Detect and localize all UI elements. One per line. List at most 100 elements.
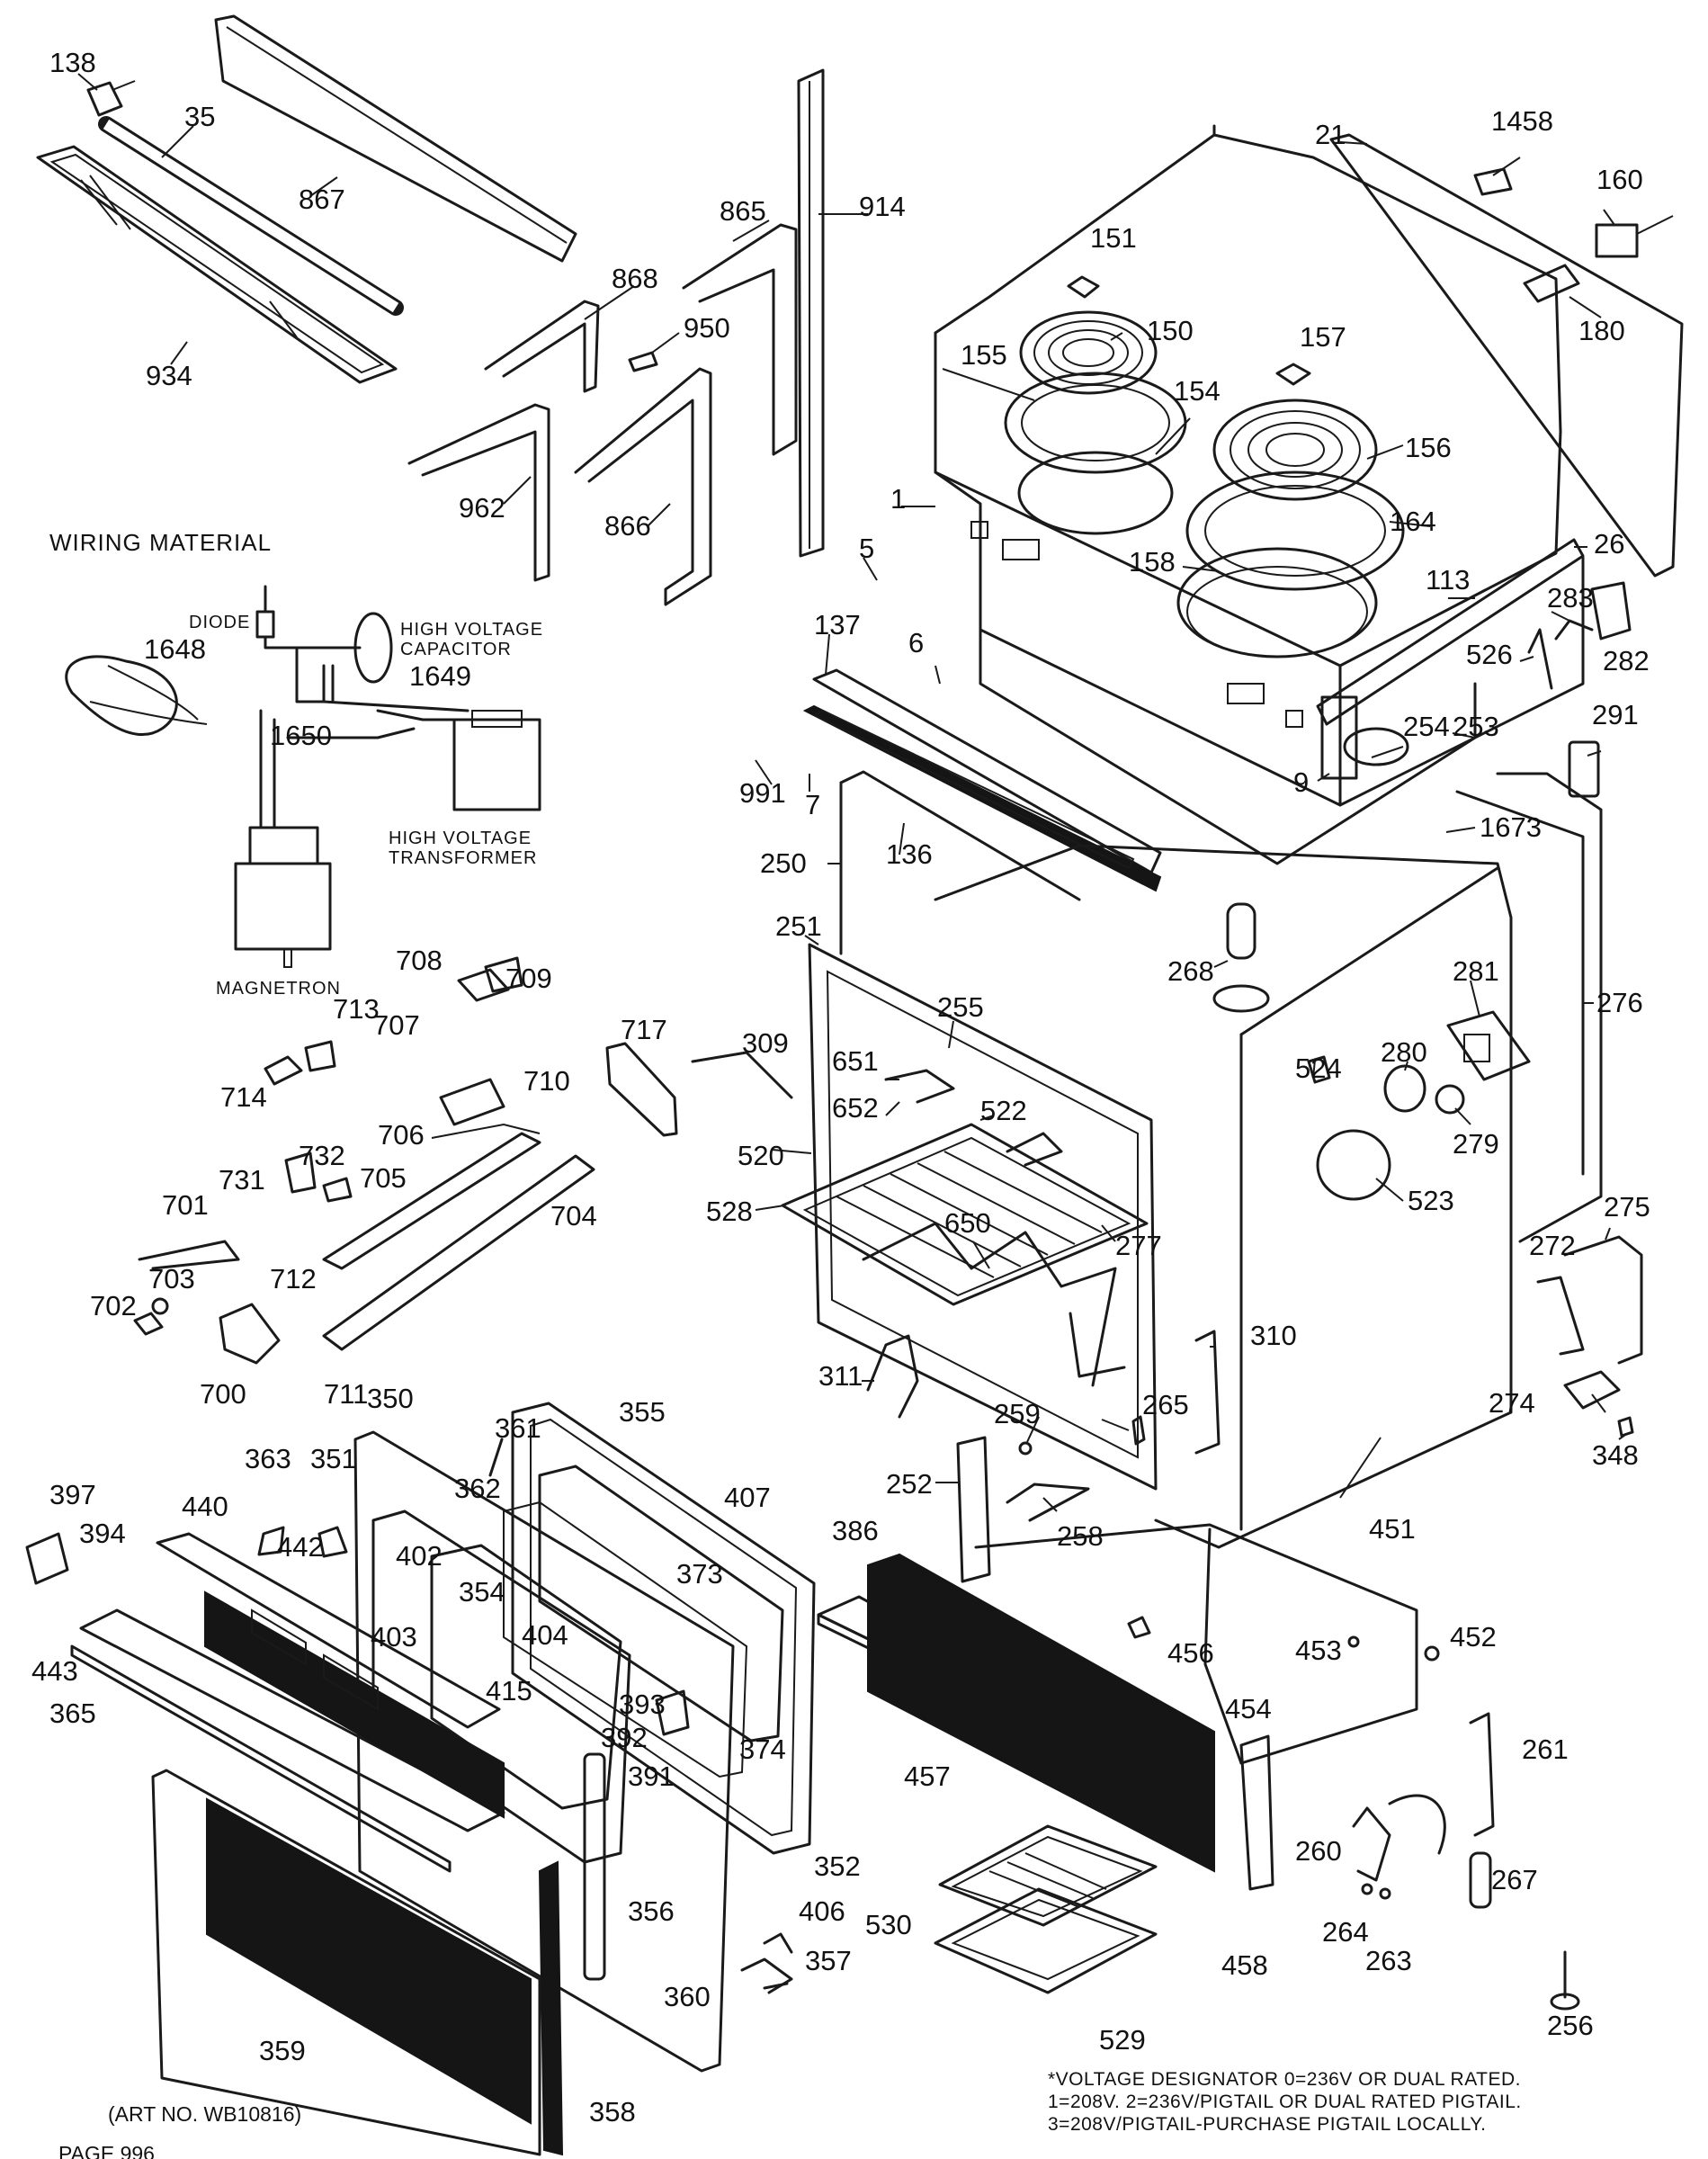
drip-pan-164 [1185, 470, 1405, 591]
part-number: 363 [245, 1443, 291, 1474]
wiring-material-title: WIRING MATERIAL [49, 529, 272, 556]
part-number-labels: 138 35 867 934 865 914 868 950 962 866 2… [31, 47, 1650, 2128]
part-number: 708 [396, 945, 443, 976]
part-number: 137 [814, 609, 861, 641]
part-number: 526 [1466, 639, 1513, 670]
part-number: 522 [980, 1095, 1027, 1126]
control-panel-415 [156, 1532, 505, 1819]
part-number: 530 [865, 1909, 912, 1940]
front-frame-137-136 [802, 668, 1162, 892]
door-brackets-397-351-363-361-362 [25, 1438, 504, 1585]
part-number: 253 [1453, 711, 1499, 742]
part-number: 706 [378, 1119, 425, 1151]
part-number: 282 [1603, 645, 1650, 676]
part-number: 373 [676, 1558, 723, 1590]
part-number: 354 [459, 1576, 505, 1608]
part-number: 256 [1547, 2010, 1594, 2041]
part-number: 6 [908, 627, 924, 658]
element-150 [1019, 310, 1158, 395]
voltage-note-line-2: 1=208V. 2=236V/PIGTAIL OR DUAL RATED PIG… [1048, 2092, 1522, 2112]
part-number: 1649 [409, 660, 471, 692]
part-number: 277 [1115, 1230, 1162, 1261]
part-number: 281 [1453, 955, 1499, 987]
part-number: 397 [49, 1479, 96, 1510]
part-number: 355 [619, 1396, 666, 1428]
bracket-272-274 [1536, 1276, 1621, 1410]
oven-liner-520 [808, 943, 1158, 1491]
part-number: 357 [805, 1945, 852, 1976]
part-number: 272 [1529, 1230, 1576, 1261]
bracket-9 [1320, 695, 1358, 780]
part-number: 402 [396, 1540, 443, 1572]
part-number: 403 [371, 1621, 417, 1653]
back-trim-867 [214, 14, 577, 263]
part-number: 9 [1293, 766, 1309, 798]
part-number: 309 [742, 1027, 789, 1059]
part-number: 1458 [1491, 105, 1553, 137]
part-number: 1 [890, 483, 906, 515]
part-number: 156 [1405, 432, 1452, 463]
wiring-harness-1648 [65, 655, 208, 736]
side-panel-276 [1455, 790, 1585, 1176]
bracket-258 [1006, 1483, 1090, 1522]
part-number: 276 [1596, 987, 1643, 1018]
part-number: 1650 [270, 720, 332, 751]
part-number: 352 [814, 1850, 861, 1882]
door-frame-350 [353, 1430, 735, 2073]
part-number: 151 [1090, 222, 1137, 254]
diode-label: DIODE [189, 613, 250, 632]
trim-26 [1316, 538, 1585, 726]
latch-parts-700-714 [133, 956, 523, 1365]
part-number: 865 [720, 195, 766, 227]
clip-950 [628, 351, 658, 372]
part-number: 263 [1365, 1945, 1412, 1976]
part-number: 264 [1322, 1916, 1369, 1948]
part-number: 415 [486, 1675, 532, 1707]
part-number: 5 [859, 533, 874, 564]
part-number: 991 [739, 777, 786, 809]
part-number: 453 [1295, 1635, 1342, 1666]
bracket-866 [574, 367, 712, 606]
hv-capacitor-label-2: CAPACITOR [400, 640, 512, 659]
broil-element-651-652 [884, 1069, 1063, 1167]
switch-160 [1595, 215, 1674, 258]
part-number: 394 [79, 1518, 126, 1549]
drawer-slides-260-261-264-263-267-256 [1352, 1712, 1580, 2011]
part-number: 520 [738, 1140, 784, 1171]
element-156 [1212, 399, 1378, 501]
hv-transformer-label-2: TRANSFORMER [389, 848, 537, 868]
part-number: 158 [1129, 546, 1176, 578]
part-number: 365 [49, 1698, 96, 1729]
part-number: 731 [219, 1164, 265, 1196]
hv-circuit-1649-1650 [234, 585, 541, 968]
part-number: 529 [1099, 2024, 1146, 2056]
part-number: 350 [367, 1383, 414, 1414]
lamp-clip-309 [691, 1051, 793, 1099]
part-number: 651 [832, 1045, 879, 1077]
part-number: 950 [684, 312, 730, 344]
part-number: 457 [904, 1760, 951, 1792]
part-number: 113 [1426, 564, 1470, 596]
part-number: 164 [1390, 506, 1436, 537]
leader-lines [77, 73, 1626, 1512]
cooktop-1 [934, 124, 1585, 807]
part-number: 962 [459, 492, 505, 524]
part-number: 703 [148, 1263, 195, 1295]
part-number: 386 [832, 1515, 879, 1546]
part-number: 274 [1489, 1387, 1535, 1419]
lamp-holder-138 [86, 80, 136, 117]
part-number: 454 [1225, 1693, 1272, 1725]
bake-element-650 [862, 1222, 1126, 1387]
part-number: 704 [550, 1200, 597, 1232]
part-number: 251 [775, 910, 822, 942]
terminal-180 [1523, 264, 1580, 303]
part-number: 154 [1174, 375, 1221, 407]
part-number: 374 [739, 1733, 786, 1765]
part-number: 406 [799, 1895, 845, 1927]
drip-pan-158 [1176, 547, 1378, 658]
outer-door-359-358 [151, 1769, 564, 2156]
part-number: 934 [146, 360, 192, 391]
part-number: 707 [373, 1009, 420, 1041]
bracket-962 [407, 403, 550, 582]
part-number: 21 [1315, 119, 1346, 150]
